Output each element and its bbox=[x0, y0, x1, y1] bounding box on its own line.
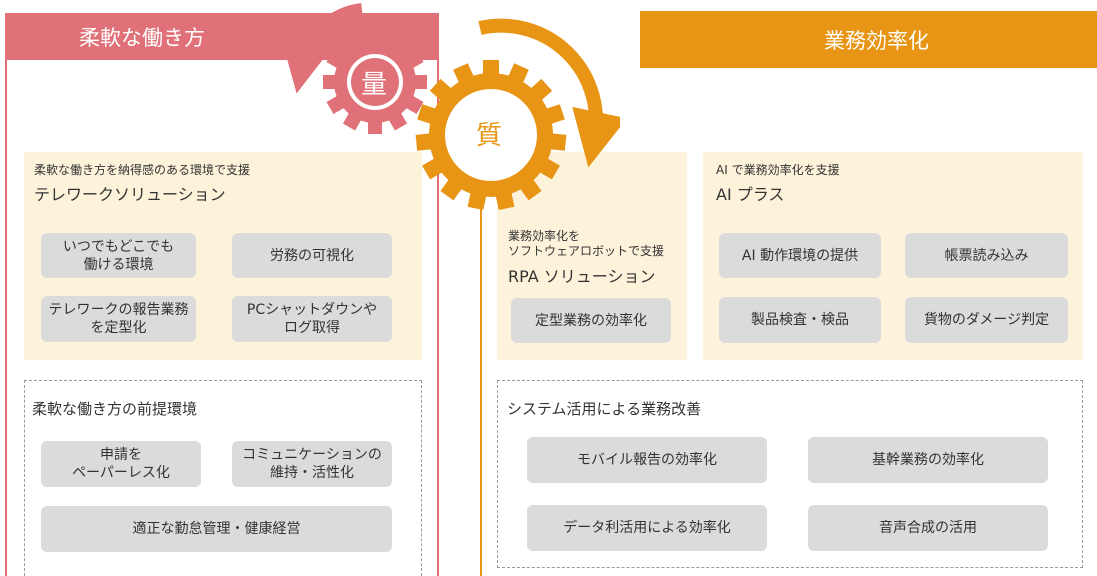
telework-title: テレワークソリューション bbox=[34, 185, 226, 204]
rpa-item-routine: 定型業務の効率化 bbox=[511, 298, 671, 343]
quality-gear bbox=[415, 60, 567, 210]
quantity-cycle-arrow bbox=[280, 3, 364, 94]
header-flexible-work-label: 柔軟な働き方 bbox=[79, 25, 205, 50]
flex-env-item-paperless: 申請を ペーパーレス化 bbox=[41, 441, 201, 487]
quality-cycle-arrow bbox=[478, 18, 620, 168]
ai-title: AI プラス bbox=[716, 185, 785, 204]
telework-item-report: テレワークの報告業務 を定型化 bbox=[41, 296, 196, 342]
quality-gear-label: 質 bbox=[476, 121, 503, 151]
rpa-subtitle: 業務効率化を ソフトウェアロボットで支援 bbox=[508, 229, 665, 258]
right-panel-left-border bbox=[480, 150, 482, 576]
header-efficiency: 業務効率化 bbox=[640, 11, 1097, 68]
telework-item-anywhere: いつでもどこでも 働ける環境 bbox=[41, 233, 196, 278]
rpa-title: RPA ソリューション bbox=[508, 267, 656, 286]
header-flexible-work: 柔軟な働き方 bbox=[5, 13, 439, 60]
ai-item-inspection: 製品検査・検品 bbox=[719, 297, 881, 343]
quantity-gear bbox=[323, 30, 427, 134]
quantity-gear-label: 量 bbox=[361, 70, 388, 100]
telework-item-visualize: 労務の可視化 bbox=[232, 233, 392, 278]
system-item-core: 基幹業務の効率化 bbox=[808, 437, 1048, 483]
system-item-voice: 音声合成の活用 bbox=[808, 505, 1048, 551]
left-panel-right-border bbox=[437, 60, 439, 576]
flex-env-item-communication: コミュニケーションの 維持・活性化 bbox=[232, 441, 392, 487]
gears-graphic bbox=[280, 3, 620, 210]
ai-subtitle: AI で業務効率化を支援 bbox=[716, 163, 840, 177]
left-border-line bbox=[5, 60, 7, 576]
ai-item-damage: 貨物のダメージ判定 bbox=[905, 297, 1068, 343]
flex-env-title: 柔軟な働き方の前提環境 bbox=[32, 400, 198, 418]
system-title: システム活用による業務改善 bbox=[507, 400, 702, 418]
flex-env-item-attendance: 適正な勤怠管理・健康経営 bbox=[41, 506, 392, 552]
system-item-data: データ利活用による効率化 bbox=[527, 505, 767, 551]
header-efficiency-label: 業務効率化 bbox=[824, 28, 929, 53]
system-item-mobile: モバイル報告の効率化 bbox=[527, 437, 767, 483]
telework-item-shutdown: PCシャットダウンや ログ取得 bbox=[232, 296, 392, 342]
telework-subtitle: 柔軟な働き方を納得感のある環境で支援 bbox=[34, 163, 251, 177]
ai-item-forms: 帳票読み込み bbox=[905, 233, 1068, 278]
ai-item-env: AI 動作環境の提供 bbox=[719, 233, 881, 278]
